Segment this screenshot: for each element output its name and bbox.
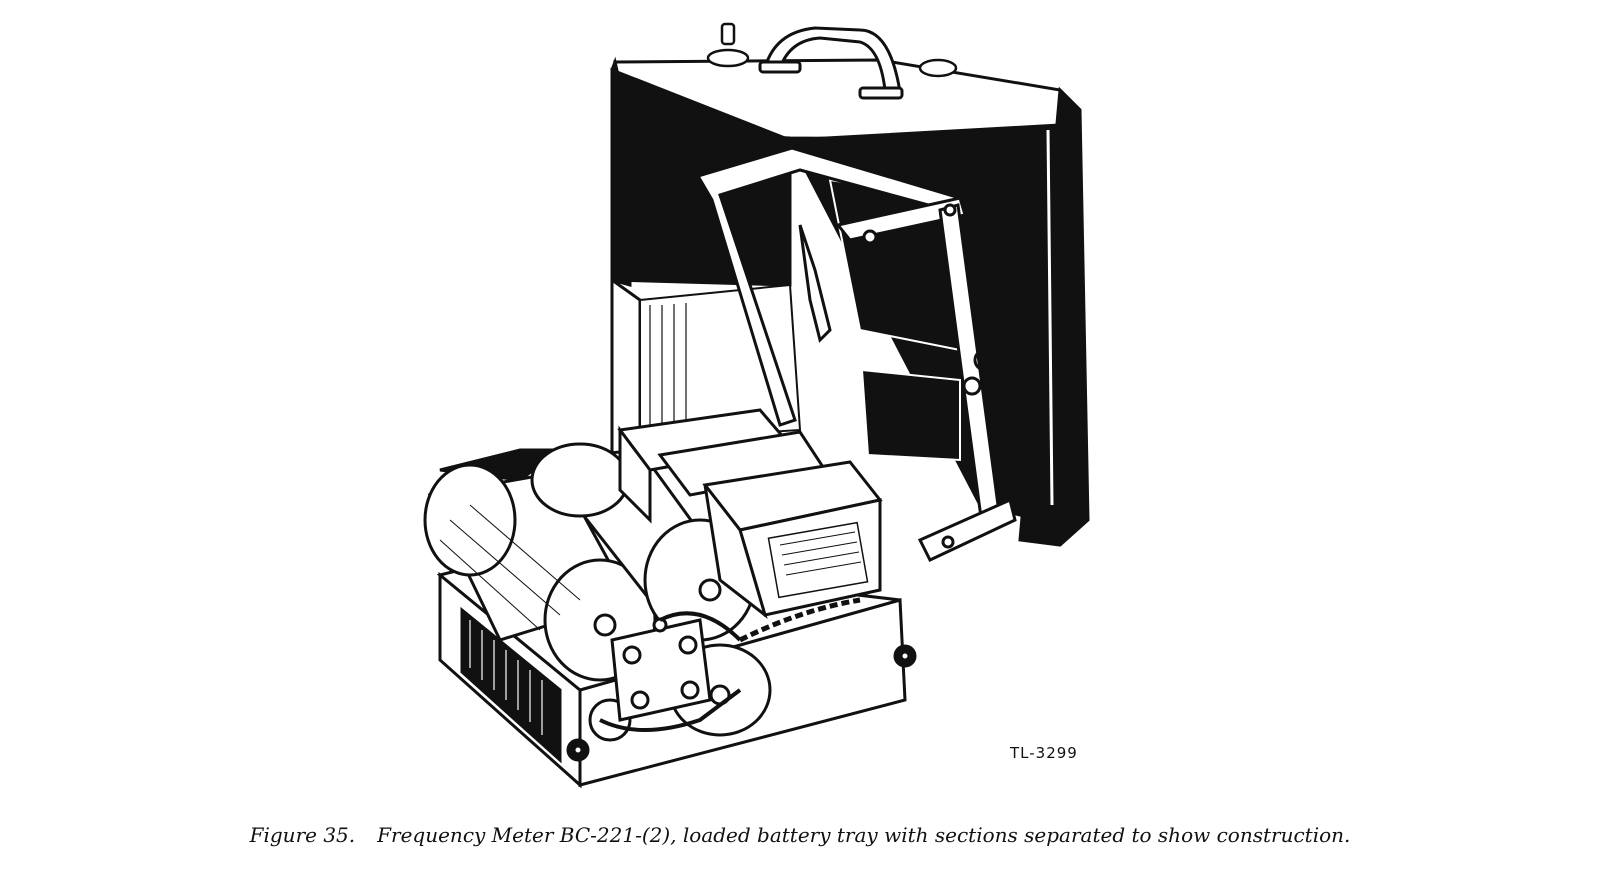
block-batteries [617, 408, 883, 620]
caption-text: Frequency Meter BC-221-(2), loaded batte… [377, 823, 1351, 847]
caption-label: Figure 35. [249, 823, 356, 847]
figure-caption: Figure 35. Frequency Meter BC-221-(2), lo… [0, 823, 1600, 847]
carry-handle [758, 26, 904, 100]
terminal-wiring [599, 597, 861, 732]
tray-frame [695, 146, 1017, 562]
plate-identifier: TL-3299 [1010, 744, 1078, 762]
top-knob [706, 22, 958, 78]
